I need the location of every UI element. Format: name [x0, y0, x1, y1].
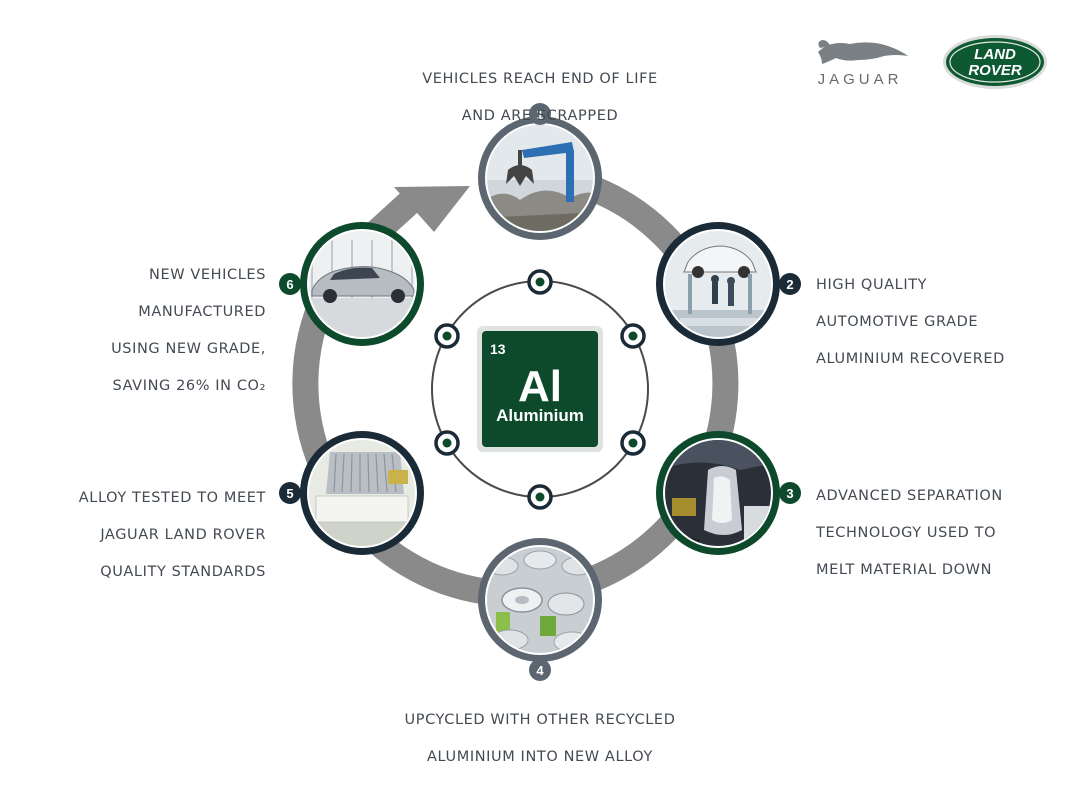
step-5-image: 5 [279, 431, 424, 555]
element-symbol: Al [518, 362, 562, 411]
ring-node [527, 484, 553, 510]
ring-node [527, 269, 553, 295]
step-6-number-badge [279, 273, 301, 295]
ring-node [620, 323, 646, 349]
aluminium-element-tile: 13 Al Aluminium [477, 326, 603, 452]
step-5-caption: ALLOY TESTED TO MEET JAGUAR LAND ROVER Q… [78, 489, 266, 580]
atomic-number: 13 [490, 341, 506, 357]
step-2-image: 2 [656, 222, 801, 346]
jaguar-logo: JAGUAR [818, 40, 908, 88]
step-1-caption: VEHICLES REACH END OF LIFE AND ARE SCRAP… [422, 70, 658, 124]
land-rover-logo: LAND ROVER [943, 35, 1047, 89]
step-1-number-badge [529, 103, 551, 125]
step-2-caption: HIGH QUALITY AUTOMOTIVE GRADE ALUMINIUM … [816, 276, 1005, 367]
svg-text:2: 2 [786, 277, 793, 292]
jaguar-wordmark: JAGUAR [818, 71, 903, 88]
svg-text:1: 1 [536, 107, 543, 122]
land-rover-wordmark-line2: ROVER [968, 62, 1022, 79]
svg-text:5: 5 [286, 486, 293, 501]
step-4-image: 4 [478, 538, 602, 681]
step-3-caption: ADVANCED SEPARATION TECHNOLOGY USED TO M… [816, 487, 1003, 578]
element-name: Aluminium [496, 406, 584, 425]
svg-text:6: 6 [286, 277, 293, 292]
step-3-image: 3 [656, 431, 801, 555]
step-5-number-badge [279, 482, 301, 504]
step-4-caption: UPCYCLED WITH OTHER RECYCLED ALUMINIUM I… [404, 711, 676, 765]
land-rover-wordmark-line1: LAND [974, 46, 1016, 63]
svg-text:4: 4 [536, 663, 544, 678]
step-2-number-badge [779, 273, 801, 295]
step-6-image: 6 [279, 222, 424, 346]
step-3-number-badge [779, 482, 801, 504]
step-1-image: 1 [478, 103, 602, 240]
ring-node [434, 430, 460, 456]
ring-node [620, 430, 646, 456]
inner-ring [431, 269, 649, 510]
svg-text:3: 3 [786, 486, 793, 501]
ring-node [434, 323, 460, 349]
step-4-number-badge [529, 659, 551, 681]
step-6-caption: NEW VEHICLES MANUFACTURED USING NEW GRAD… [111, 266, 266, 394]
